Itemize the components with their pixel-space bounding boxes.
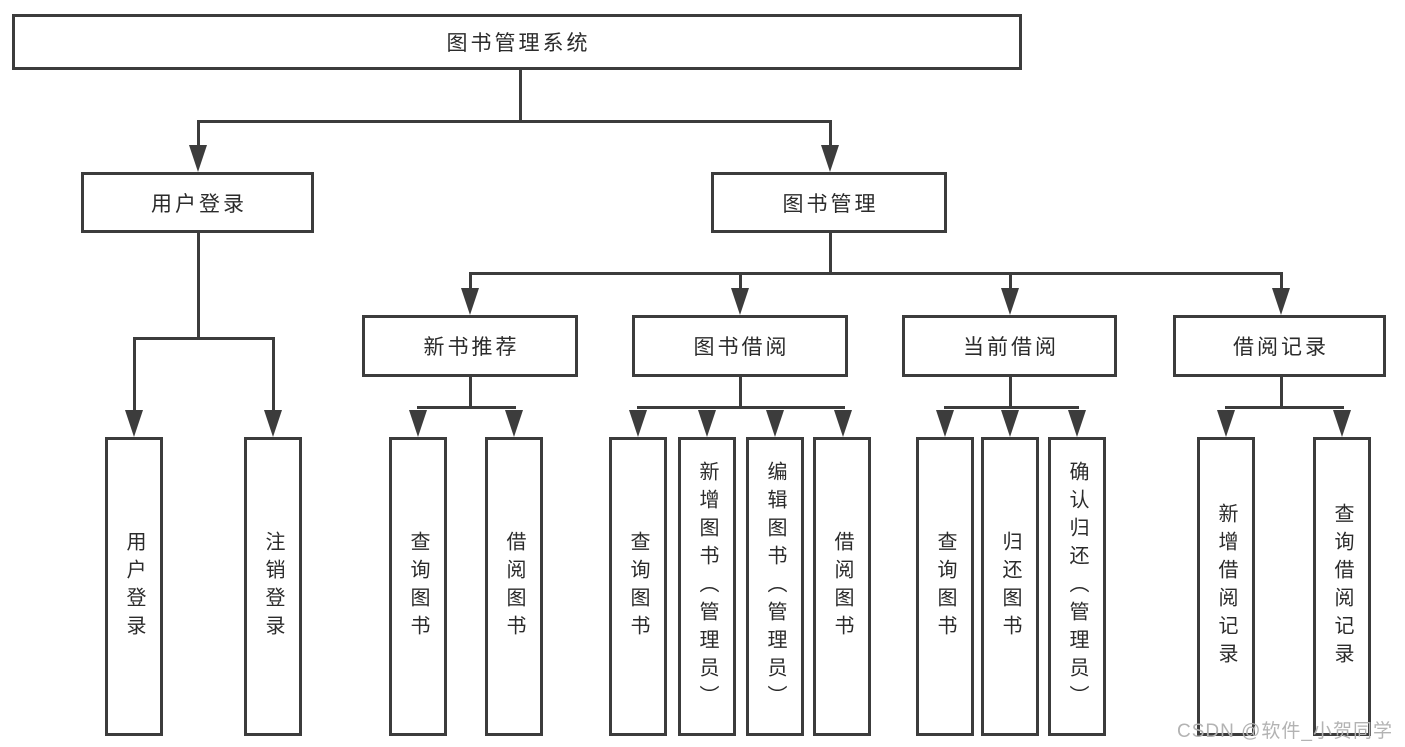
node-user-login: 用户登录 (81, 172, 314, 233)
arrow-down-icon (1001, 410, 1019, 437)
leaf-query-borrow-record: 查询借阅记录 (1313, 437, 1371, 736)
node-user-login-label: 用户登录 (151, 192, 247, 216)
connector-line (133, 337, 136, 415)
leaf-confirm-return-admin-label: 确认归还（管理员） (1066, 460, 1088, 713)
leaf-logout: 注销登录 (244, 437, 302, 736)
connector-line (197, 233, 200, 340)
node-book-borrowing: 图书借阅 (632, 315, 848, 377)
connector-line (739, 377, 742, 409)
arrow-down-icon (1001, 288, 1019, 315)
connector-line (637, 406, 845, 409)
arrow-down-icon (409, 410, 427, 437)
connector-line (1225, 406, 1344, 409)
node-book-management: 图书管理 (711, 172, 947, 233)
connector-line (739, 272, 742, 292)
leaf-return-books-label: 归还图书 (999, 530, 1021, 643)
arrow-down-icon (264, 410, 282, 437)
node-root: 图书管理系统 (12, 14, 1022, 70)
arrow-down-icon (698, 410, 716, 437)
arrow-down-icon (629, 410, 647, 437)
connector-line (469, 272, 472, 292)
arrow-down-icon (461, 288, 479, 315)
leaf-borrowing-query-books: 查询图书 (609, 437, 667, 736)
node-current-borrowing: 当前借阅 (902, 315, 1117, 377)
leaf-recommend-query-books: 查询图书 (389, 437, 447, 736)
node-borrowing-records: 借阅记录 (1173, 315, 1386, 377)
arrow-down-icon (936, 410, 954, 437)
leaf-return-books: 归还图书 (981, 437, 1039, 736)
leaf-logout-label: 注销登录 (262, 530, 284, 643)
connector-line (469, 377, 472, 409)
arrow-down-icon (834, 410, 852, 437)
leaf-recommend-query-books-label: 查询图书 (407, 530, 429, 643)
connector-line (829, 120, 832, 150)
connector-line (197, 120, 832, 123)
connector-line (1280, 377, 1283, 409)
arrow-down-icon (1217, 410, 1235, 437)
leaf-add-borrow-record: 新增借阅记录 (1197, 437, 1255, 736)
arrow-down-icon (1068, 410, 1086, 437)
connector-line (417, 406, 516, 409)
leaf-edit-books-admin: 编辑图书（管理员） (746, 437, 804, 736)
connector-line (469, 272, 1283, 275)
node-root-label: 图书管理系统 (446, 32, 591, 55)
connector-line (1009, 377, 1012, 409)
node-new-book-recommend-label: 新书推荐 (423, 336, 520, 359)
leaf-add-books-admin: 新增图书（管理员） (678, 437, 736, 736)
node-borrowing-records-label: 借阅记录 (1233, 336, 1329, 359)
node-book-management-label: 图书管理 (782, 192, 879, 216)
arrow-down-icon (731, 288, 749, 315)
leaf-query-borrow-record-label: 查询借阅记录 (1331, 502, 1353, 671)
arrow-down-icon (505, 410, 523, 437)
leaf-borrowing-borrow-books: 借阅图书 (813, 437, 871, 736)
arrow-down-icon (1333, 410, 1351, 437)
leaf-current-query-books-label: 查询图书 (934, 530, 956, 643)
leaf-current-query-books: 查询图书 (916, 437, 974, 736)
connector-line (519, 70, 522, 123)
arrow-down-icon (189, 145, 207, 172)
leaf-user-login: 用户登录 (105, 437, 163, 736)
leaf-edit-books-admin-label: 编辑图书（管理员） (764, 460, 786, 713)
arrow-down-icon (766, 410, 784, 437)
leaf-recommend-borrow-books: 借阅图书 (485, 437, 543, 736)
connector-line (272, 337, 275, 415)
leaf-recommend-borrow-books-label: 借阅图书 (503, 530, 525, 643)
csdn-watermark: CSDN @软件_小贺同学 (1177, 721, 1393, 742)
node-new-book-recommend: 新书推荐 (362, 315, 578, 377)
node-book-borrowing-label: 图书借阅 (693, 336, 790, 359)
leaf-user-login-label: 用户登录 (123, 530, 145, 643)
leaf-add-books-admin-label: 新增图书（管理员） (696, 460, 718, 713)
leaf-confirm-return-admin: 确认归还（管理员） (1048, 437, 1106, 736)
connector-line (133, 337, 275, 340)
arrow-down-icon (1272, 288, 1290, 315)
connector-line (197, 120, 200, 150)
connector-line (1280, 272, 1283, 292)
connector-line (944, 406, 1079, 409)
leaf-add-borrow-record-label: 新增借阅记录 (1215, 502, 1237, 671)
node-current-borrowing-label: 当前借阅 (963, 336, 1059, 359)
connector-line (1009, 272, 1012, 292)
arrow-down-icon (821, 145, 839, 172)
leaf-borrowing-query-books-label: 查询图书 (627, 530, 649, 643)
arrow-down-icon (125, 410, 143, 437)
connector-line (829, 233, 832, 275)
leaf-borrowing-borrow-books-label: 借阅图书 (831, 530, 853, 643)
